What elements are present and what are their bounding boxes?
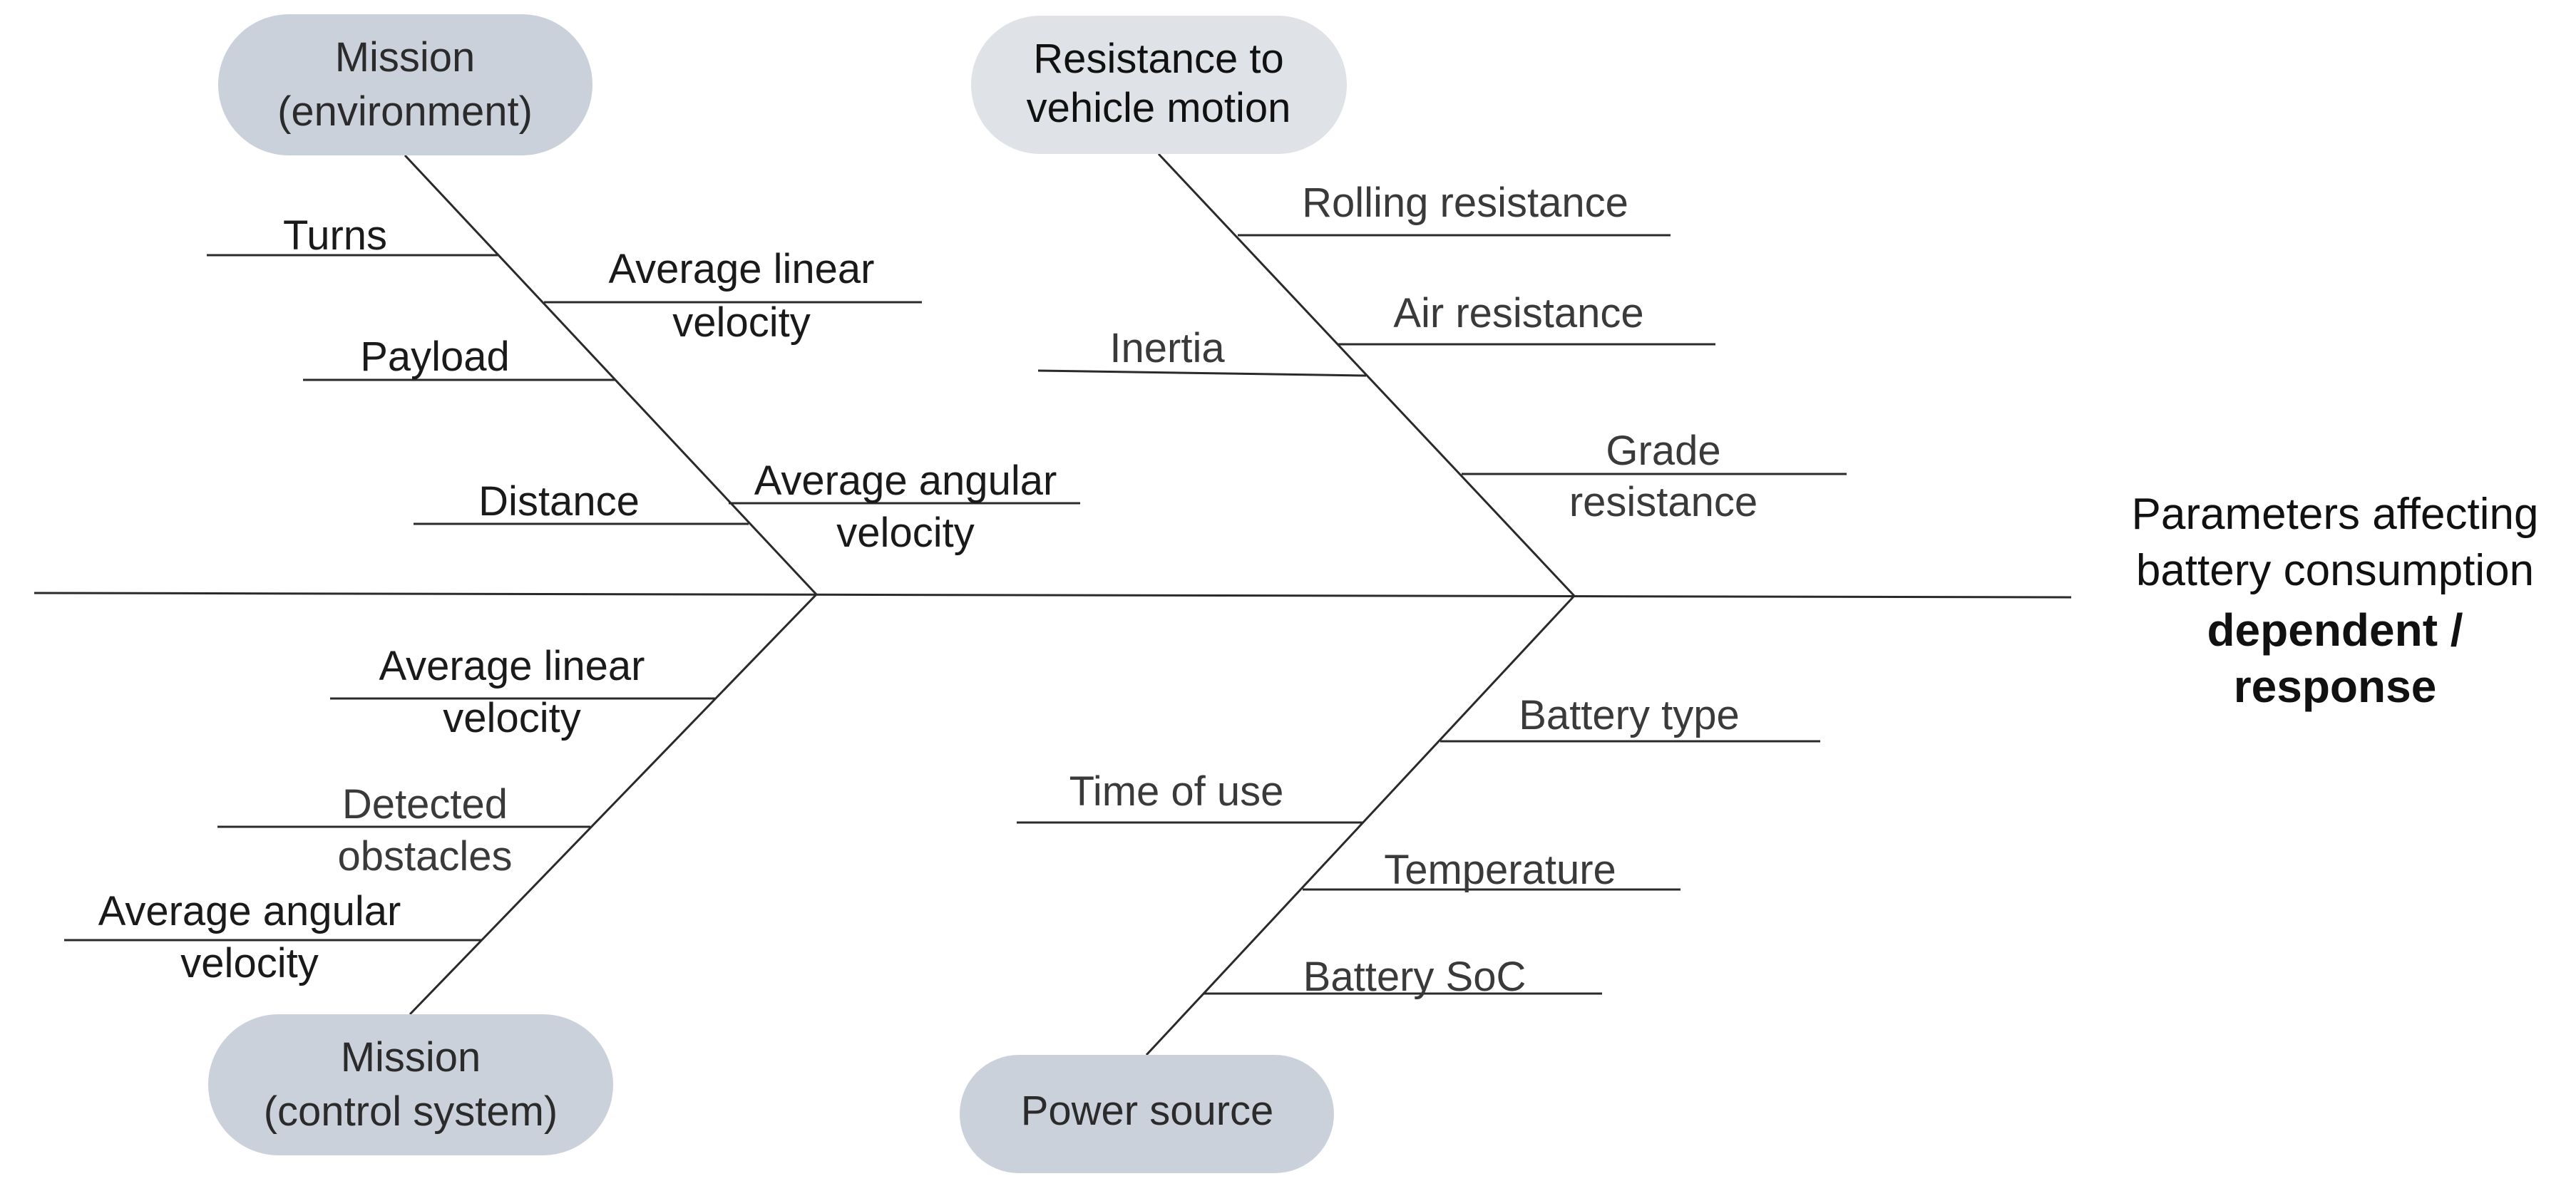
bone-resistance <box>1157 153 1576 597</box>
cause-label: Turns <box>283 212 387 259</box>
category-label-line2: (control system) <box>264 1088 558 1135</box>
bone-mission-environment <box>404 154 818 596</box>
cause-label-line1: Average angular <box>754 458 1057 504</box>
cause-ctl-average-angular-velocity: Average angular velocity <box>64 888 482 986</box>
effect-line2: battery consumption <box>2136 546 2534 595</box>
bone-mission-control <box>409 593 818 1016</box>
category-power-source: Power source <box>960 1055 1334 1173</box>
cause-label: Air resistance <box>1393 290 1643 336</box>
category-mission-environment: Mission (environment) <box>218 14 592 155</box>
cause-label-line1: Detected <box>342 781 508 827</box>
category-oval <box>208 1014 613 1155</box>
category-label-line2: (environment) <box>277 88 533 135</box>
cause-rolling-resistance: Rolling resistance <box>1238 180 1671 237</box>
cause-label: Temperature <box>1384 847 1616 893</box>
cause-env-average-linear-velocity: Average linear velocity <box>544 246 922 346</box>
cause-label-line2: velocity <box>443 695 580 741</box>
category-mission-control: Mission (control system) <box>208 1014 613 1155</box>
category-oval <box>960 1055 1334 1173</box>
cause-battery-type: Battery type <box>1440 692 1820 743</box>
cause-label: Rolling resistance <box>1302 180 1628 226</box>
effect-label: Parameters affecting battery consumption… <box>2132 490 2539 712</box>
cause-label-line1: Average angular <box>98 888 401 934</box>
category-label-line1: Mission <box>335 34 476 81</box>
effect-line3: dependent / <box>2207 604 2463 656</box>
cause-payload: Payload <box>303 334 615 381</box>
cause-air-resistance: Air resistance <box>1338 290 1715 346</box>
cause-grade-resistance: Grade resistance <box>1462 428 1847 525</box>
cause-label: Time of use <box>1069 768 1284 815</box>
cause-label-line1: Grade <box>1606 428 1720 474</box>
cause-distance: Distance <box>414 478 749 525</box>
cause-label-line1: Average linear <box>379 643 645 689</box>
effect-line1: Parameters affecting <box>2132 490 2539 539</box>
category-label-line1: Mission <box>341 1034 481 1081</box>
cause-label: Inertia <box>1109 325 1225 371</box>
cause-label: Battery SoC <box>1303 954 1526 1000</box>
category-label: Power source <box>1021 1088 1274 1134</box>
cause-label-line2: velocity <box>836 510 974 556</box>
cause-battery-soc: Battery SoC <box>1204 954 1602 1000</box>
cause-label: Payload <box>360 334 510 380</box>
cause-label-line2: resistance <box>1569 479 1757 525</box>
cause-line <box>1037 369 1367 377</box>
cause-label-line1: Average linear <box>609 246 875 292</box>
effect-line4: response <box>2234 661 2437 712</box>
cause-label-line2: obstacles <box>337 833 512 880</box>
bone-power-source <box>1145 594 1576 1056</box>
cause-turns: Turns <box>207 212 498 259</box>
cause-ctl-average-linear-velocity: Average linear velocity <box>330 643 715 741</box>
category-label-line1: Resistance to <box>1033 36 1283 82</box>
spine-line <box>34 592 2072 599</box>
cause-temperature: Temperature <box>1303 847 1680 893</box>
cause-time-of-use: Time of use <box>1017 768 1363 824</box>
cause-label-line2: velocity <box>180 940 318 986</box>
cause-label: Distance <box>478 478 640 525</box>
category-oval <box>971 16 1347 154</box>
category-oval <box>218 14 592 155</box>
category-resistance: Resistance to vehicle motion <box>971 16 1347 154</box>
cause-label-line2: velocity <box>672 299 810 346</box>
cause-env-average-angular-velocity: Average angular velocity <box>729 458 1080 556</box>
cause-detected-obstacles: Detected obstacles <box>217 781 590 880</box>
category-label-line2: vehicle motion <box>1027 85 1291 131</box>
cause-inertia: Inertia <box>1037 325 1367 377</box>
cause-label: Battery type <box>1519 692 1739 738</box>
